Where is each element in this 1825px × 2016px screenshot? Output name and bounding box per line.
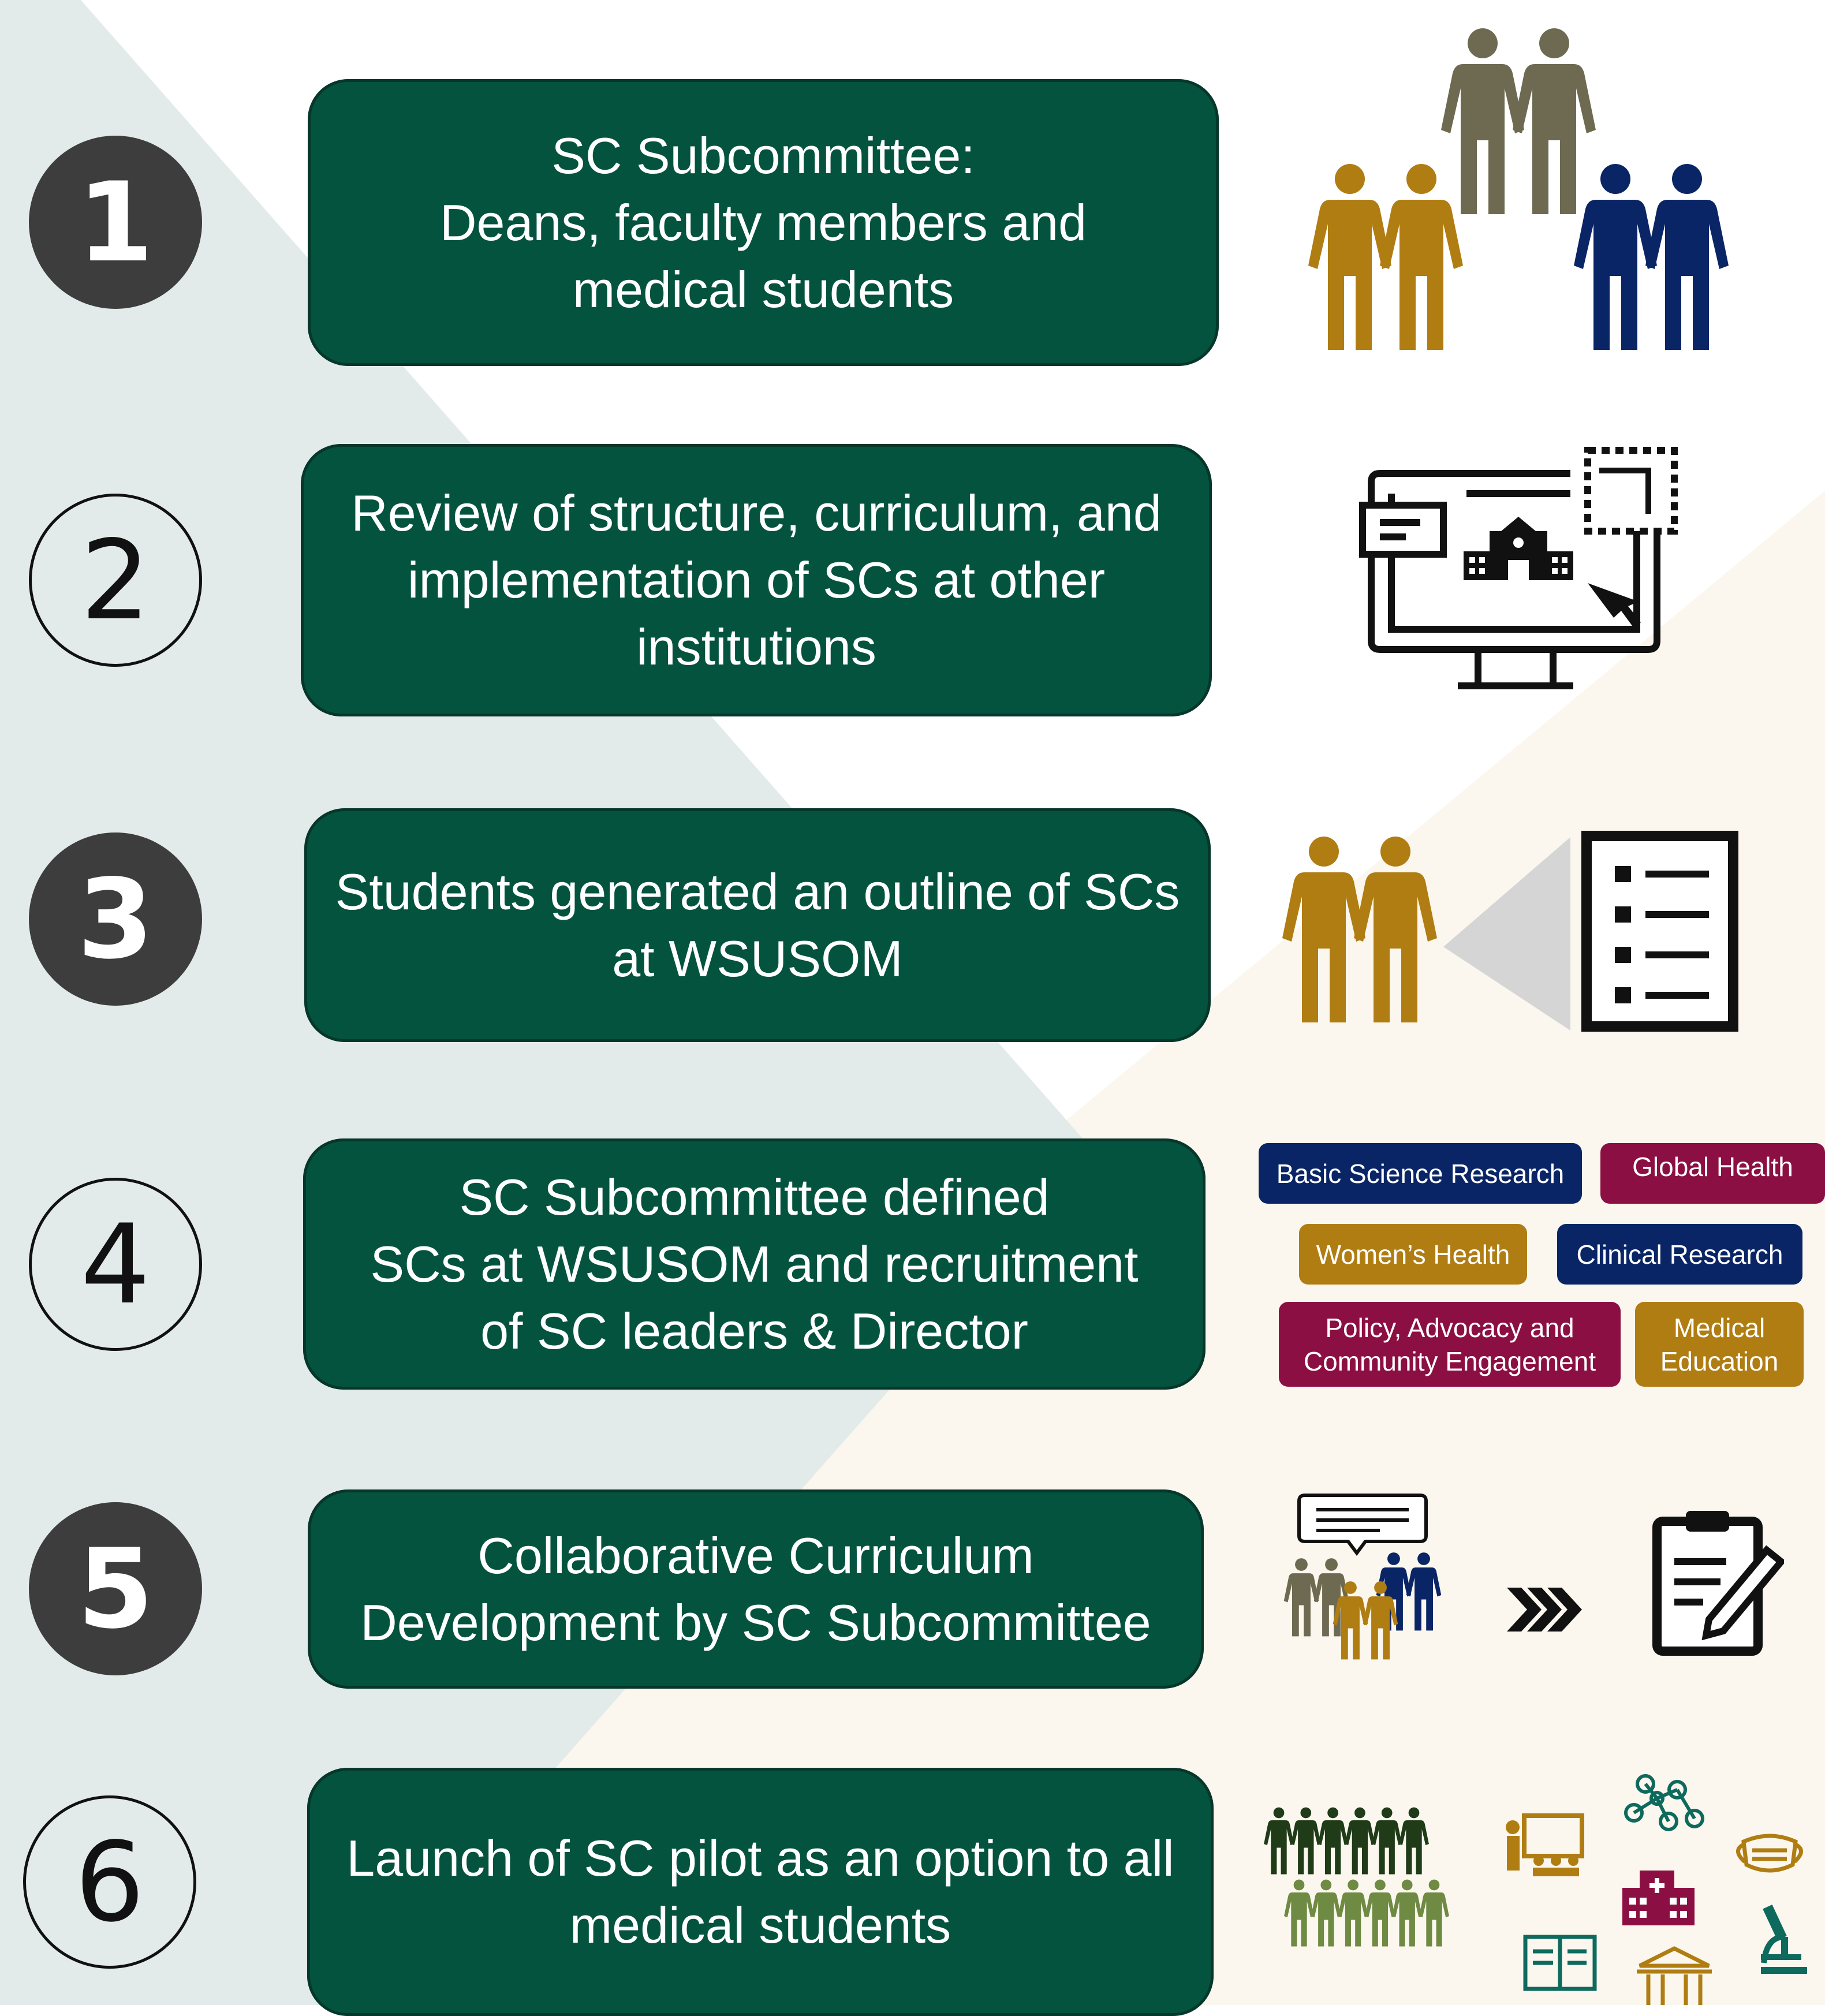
tag-womens-health: Women’s Health (1299, 1224, 1527, 1285)
tag-policy-advocacy: Policy, Advocacy and Community Engagemen… (1279, 1302, 1621, 1387)
tag-global-health: Global Health (1600, 1143, 1825, 1204)
launch-icons (1264, 1774, 1807, 2005)
step-1-number: 1 (29, 136, 202, 309)
people-group-icon (1293, 17, 1749, 352)
institution-icon (1637, 1946, 1712, 2005)
tag-clinical-research: Clinical Research (1557, 1224, 1802, 1285)
step-5-number: 5 (29, 1502, 202, 1675)
step-3-box: Students generated an outline of SCs at … (304, 808, 1211, 1042)
people-outline-icon (1270, 831, 1738, 1032)
step-1-text: SC Subcommittee: Deans, faculty members … (439, 126, 1087, 318)
person-pair-gold-icon (1282, 837, 1437, 1022)
cheering-people-icon (1264, 1807, 1429, 1875)
book-icon (1523, 1935, 1597, 1991)
step-2-number: 2 (29, 494, 202, 667)
tag-basic-science-research: Basic Science Research (1259, 1143, 1582, 1204)
person-pair-olive-small-icon (1284, 1558, 1349, 1636)
tag-medical-education: Medical Education (1635, 1302, 1804, 1387)
step-2-text: Review of structure, curriculum, and imp… (351, 484, 1162, 675)
people-group-green-icon (1284, 1879, 1449, 1947)
step-4-box: SC Subcommittee defined SCs at WSUSOM an… (303, 1138, 1206, 1390)
collaboration-icon (1264, 1494, 1784, 1689)
projection-shape (1443, 837, 1570, 1031)
face-mask-icon (1736, 1834, 1803, 1873)
teacher-icon (1506, 1813, 1584, 1876)
person-pair-olive-icon (1441, 28, 1596, 214)
microscope-icon (1761, 1905, 1807, 1974)
step-3-number: 3 (29, 832, 202, 1006)
step-1-box: SC Subcommittee: Deans, faculty members … (308, 79, 1219, 366)
step-4-number: 4 (29, 1178, 202, 1351)
computer-institution-icon (1359, 447, 1678, 689)
speech-bubble-icon (1297, 1494, 1428, 1556)
person-pair-gold-icon (1308, 164, 1463, 350)
step-6-text: Launch of SC pilot as an option to all m… (346, 1830, 1174, 1954)
step-2-box: Review of structure, curriculum, and imp… (301, 444, 1212, 716)
step-4-text: SC Subcommittee defined SCs at WSUSOM an… (370, 1168, 1139, 1360)
clipboard-edit-icon (1652, 1511, 1784, 1656)
step-5-box: Collaborative Curriculum Development by … (308, 1489, 1204, 1689)
step-6-box: Launch of SC pilot as an option to all m… (307, 1768, 1214, 2016)
chevrons-icon (1507, 1588, 1582, 1632)
network-icon (1624, 1774, 1704, 1831)
step-5-text: Collaborative Curriculum Development by … (360, 1526, 1151, 1651)
list-document-icon (1581, 831, 1738, 1032)
person-pair-navy-icon (1574, 164, 1729, 350)
step-3-text: Students generated an outline of SCs at … (335, 863, 1180, 987)
step-6-number: 6 (23, 1795, 196, 1969)
